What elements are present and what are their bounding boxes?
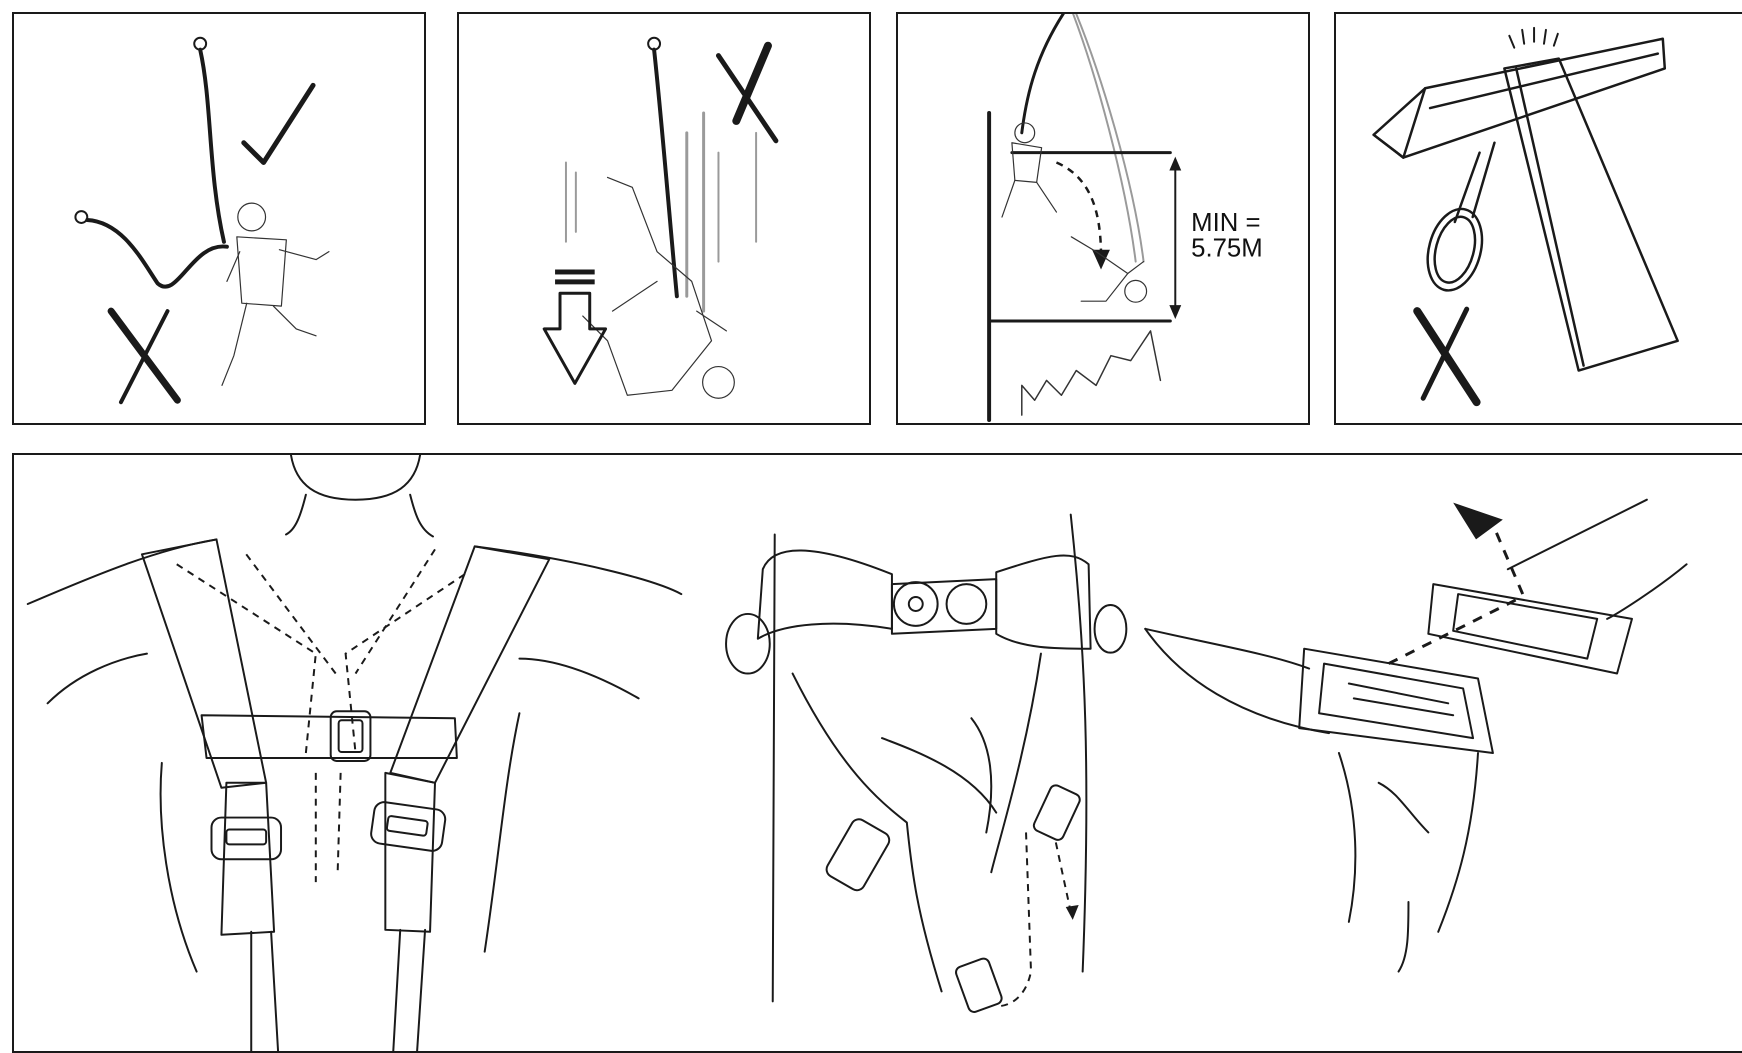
anchor-position-illustration bbox=[74, 36, 330, 405]
fall-path bbox=[1055, 161, 1103, 257]
clearance-label-line1: MIN = bbox=[1191, 209, 1260, 237]
lanyard bbox=[652, 47, 679, 299]
harness-waist-view bbox=[725, 513, 1128, 1013]
sling-loop bbox=[1426, 141, 1496, 292]
down-arrow-icon bbox=[542, 269, 608, 385]
cross-mark-icon bbox=[107, 307, 181, 405]
beam-edge bbox=[1372, 37, 1667, 159]
lanyard-low bbox=[85, 218, 229, 289]
buckle-connection-path bbox=[1387, 502, 1525, 665]
pressure-ticks bbox=[1508, 26, 1559, 49]
speed-lines bbox=[564, 111, 758, 313]
panel-sharp-edge bbox=[1334, 12, 1742, 425]
direction-arrow-head bbox=[1453, 502, 1503, 540]
dimension-arrow-icon bbox=[1169, 156, 1182, 320]
lanyard-extended-2 bbox=[1075, 14, 1145, 263]
falling-worker-figure bbox=[582, 176, 735, 399]
anchor-point-low bbox=[74, 210, 89, 224]
cross-mark-icon bbox=[715, 41, 779, 144]
worker-figure bbox=[221, 202, 330, 386]
lanyard-extended bbox=[1072, 14, 1137, 263]
worker-bottom-figure bbox=[1070, 236, 1148, 303]
harness-fitting-illustration bbox=[26, 455, 1688, 1051]
ground-hazard bbox=[1021, 330, 1162, 416]
worker-top-figure bbox=[1001, 122, 1058, 218]
cross-mark-icon bbox=[1413, 306, 1481, 407]
harness-waist-dashed-path bbox=[996, 832, 1079, 1008]
panel-clearance: MIN = 5.75M bbox=[896, 12, 1310, 425]
clearance-illustration: MIN = 5.75M bbox=[987, 14, 1263, 423]
buckle-connection-view bbox=[1144, 498, 1688, 973]
check-mark-icon bbox=[241, 82, 316, 166]
harness-back-dashed-straps bbox=[176, 548, 466, 883]
clearance-label-line2: 5.75M bbox=[1191, 235, 1263, 263]
free-fall-illustration bbox=[542, 36, 779, 399]
harness-back-view bbox=[26, 455, 683, 1051]
panel-anchor-position bbox=[12, 12, 426, 425]
webbing-strap bbox=[1503, 57, 1679, 372]
lanyard-upper bbox=[1020, 14, 1065, 135]
sharp-edge-illustration bbox=[1372, 26, 1679, 407]
lanyard-high bbox=[198, 47, 226, 244]
panel-free-fall bbox=[457, 12, 871, 425]
panel-harness-fitting bbox=[12, 453, 1742, 1053]
fall-arrow-head bbox=[1092, 249, 1110, 270]
